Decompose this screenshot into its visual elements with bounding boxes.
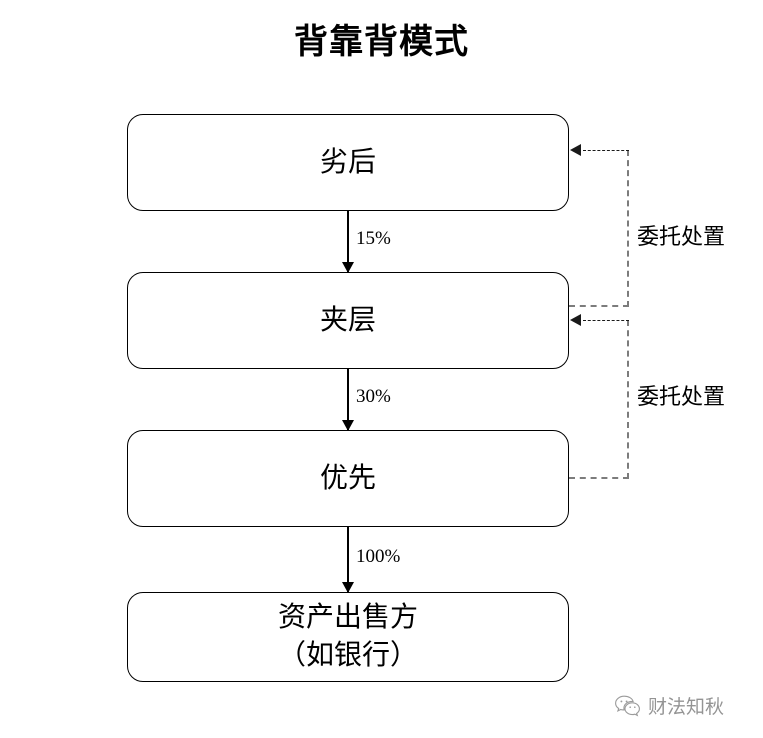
wechat-icon	[614, 694, 642, 718]
arrow-senior-to-asset-seller	[347, 527, 349, 592]
flow-box-mezzanine[interactable]: 夹层	[127, 272, 569, 369]
arrow-mezzanine-to-senior	[347, 369, 349, 430]
dashed-line-delegation-1-bottom	[569, 305, 629, 307]
watermark: 财法知秋	[614, 692, 724, 719]
delegation-label-1: 委托处置	[637, 224, 726, 249]
edge-label-30-percent: 30%	[356, 386, 391, 407]
flow-box-asset-seller[interactable]: 资产出售方 （如银行）	[127, 592, 569, 682]
arrowhead-left-icon-delegation-2	[570, 314, 581, 326]
page-title: 背靠背模式	[294, 22, 469, 62]
dashed-line-delegation-1-vertical	[627, 150, 629, 307]
flow-box-mezzanine-label: 夹层	[319, 304, 376, 336]
flow-box-senior[interactable]: 优先	[127, 430, 569, 527]
dashed-line-delegation-1-top	[583, 150, 629, 151]
dashed-line-delegation-2-top	[583, 320, 629, 321]
dashed-line-delegation-2-vertical	[627, 320, 629, 479]
arrow-subordinate-to-mezzanine	[347, 211, 349, 272]
flow-box-asset-seller-label: 资产出售方 （如银行）	[277, 602, 418, 671]
dashed-line-delegation-2-bottom	[569, 477, 629, 479]
edge-label-15-percent: 15%	[356, 228, 391, 249]
flow-box-senior-label: 优先	[319, 462, 376, 494]
watermark-text: 财法知秋	[648, 697, 725, 718]
edge-label-100-percent: 100%	[356, 546, 401, 567]
flow-box-subordinate-label: 劣后	[319, 146, 376, 178]
arrowhead-left-icon-delegation-1	[570, 144, 581, 156]
delegation-label-2: 委托处置	[637, 384, 726, 409]
flow-box-subordinate[interactable]: 劣后	[127, 114, 569, 211]
